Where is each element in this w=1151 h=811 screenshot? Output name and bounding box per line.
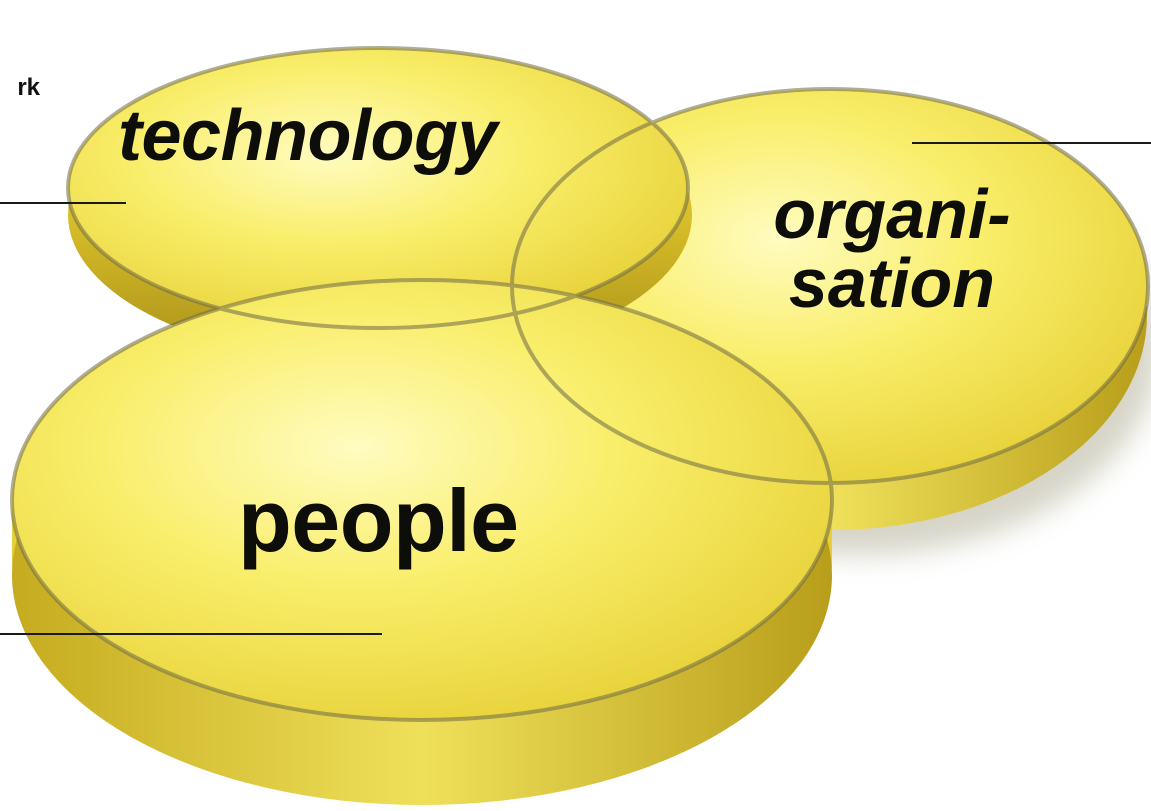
organisation-label-line-2: sation bbox=[788, 243, 996, 322]
corner-text-fragment: rk bbox=[17, 74, 40, 101]
rule-lines bbox=[0, 142, 1151, 635]
people-outline bbox=[10, 278, 834, 722]
technology-label: technology bbox=[118, 96, 498, 176]
organisation-label: organi- sation bbox=[742, 175, 1042, 322]
people-label: people bbox=[238, 471, 519, 570]
technology-outline bbox=[66, 46, 690, 330]
organisation-label-line-1: organi- bbox=[773, 175, 1011, 253]
overlap-outlines bbox=[10, 46, 1150, 722]
